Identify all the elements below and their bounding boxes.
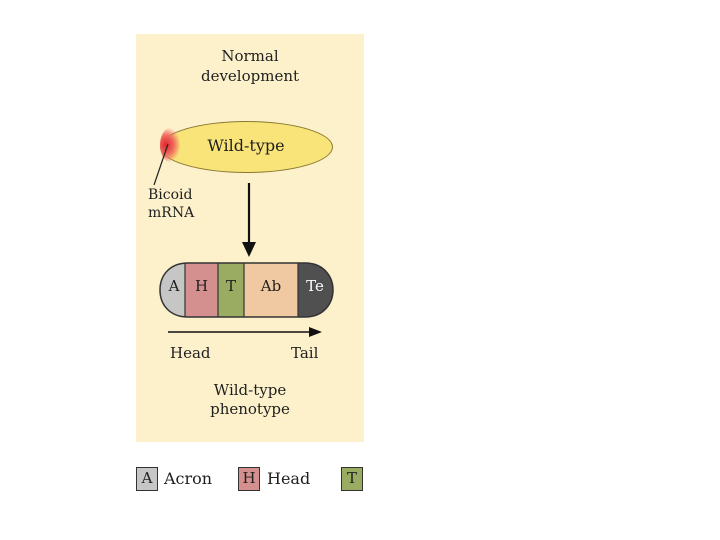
axis-tail-label: Tail <box>291 344 319 362</box>
wild-type-egg <box>160 121 333 173</box>
head-tail-arrowhead <box>309 327 322 337</box>
embryo-outline <box>159 262 334 318</box>
legend-label-acron: Acron <box>164 469 213 488</box>
segment-label-thorax: T <box>225 277 236 295</box>
development-arrowhead <box>242 242 256 257</box>
egg-label: Wild-type <box>207 136 285 155</box>
legend-label-head: Head <box>267 469 311 488</box>
segment-thorax <box>218 263 244 317</box>
legend-key-thorax: T <box>341 467 363 491</box>
legend-key-head: H <box>238 467 260 491</box>
panel-title: Normal development <box>200 47 300 85</box>
segment-label-head: H <box>194 277 209 295</box>
segment-head <box>185 263 218 317</box>
bicoid-mrna-label: Bicoid mRNA <box>148 187 195 221</box>
phenotype-label: Wild-type phenotype <box>210 381 290 418</box>
segment-abdomen <box>244 263 298 317</box>
axis-head-label: Head <box>170 344 211 362</box>
bicoid-leader-line <box>153 143 169 186</box>
segment-label-acron: A <box>168 277 180 295</box>
embryo-segments <box>160 263 333 317</box>
legend-key-acron: A <box>136 467 158 491</box>
segment-label-telson: Te <box>306 277 324 295</box>
segment-label-abdomen: Ab <box>260 277 282 295</box>
